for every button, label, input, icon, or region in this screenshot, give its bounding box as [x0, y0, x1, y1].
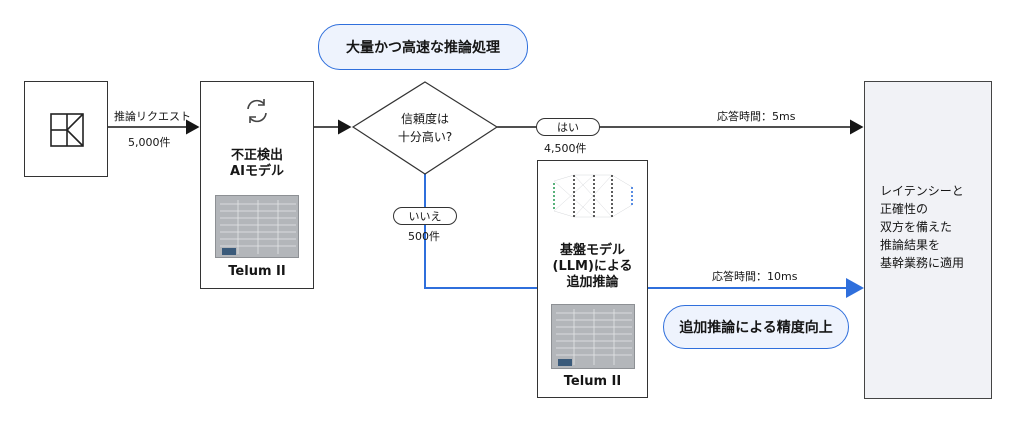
input-count: 5,000件: [128, 136, 171, 149]
yes-tag: はい: [536, 118, 600, 136]
llm-model-box: 基盤モデル (LLM)による 追加推論 Telum II: [537, 160, 648, 398]
llm-title-1: 基盤モデル: [559, 243, 625, 258]
yes-tag-label: はい: [557, 121, 579, 134]
result-line-4: 推論結果を: [880, 238, 941, 252]
llm-chip-label: Telum II: [563, 374, 622, 389]
decision-diamond: [351, 81, 499, 175]
fraud-model-title-1: 不正検出: [230, 148, 283, 163]
fraud-model-box: 不正検出 AIモデル Telum II: [200, 81, 314, 289]
input-label: 推論リクエスト: [114, 110, 191, 123]
result-line-1: レイテンシーと: [880, 184, 964, 198]
header-pill-label: 大量かつ高速な推論処理: [346, 40, 500, 56]
result-box: レイテンシーと 正確性の 双方を備えた 推論結果を 基幹業務に適用: [864, 81, 992, 399]
no-count: 500件: [408, 230, 440, 243]
fraud-model-title-2: AIモデル: [230, 164, 284, 179]
no-tag-label: いいえ: [408, 210, 442, 223]
no-response-time: 応答時間：10ms: [712, 270, 798, 283]
no-tag: いいえ: [393, 207, 457, 225]
llm-title-3: 追加推論: [566, 275, 619, 290]
fraud-model-chip-label: Telum II: [228, 264, 286, 279]
neural-network-icon: [553, 174, 633, 218]
accuracy-pill: 追加推論による精度向上: [663, 305, 849, 349]
result-line-2: 正確性の: [880, 202, 929, 216]
application-icon: [50, 113, 84, 147]
decision-line-2: 十分高い?: [397, 130, 453, 144]
accuracy-pill-label: 追加推論による精度向上: [679, 320, 833, 336]
refresh-icon: [247, 99, 267, 123]
telum-chip-image-2: [551, 304, 635, 369]
input-source-box: [24, 81, 108, 177]
result-line-3: 双方を備えた: [880, 220, 953, 234]
telum-chip-image: [215, 195, 299, 258]
yes-response-time: 応答時間：5ms: [717, 110, 796, 123]
decision-line-1: 信頼度は: [400, 112, 449, 126]
result-line-5: 基幹業務に適用: [880, 256, 965, 270]
llm-title-2: (LLM)による: [552, 259, 633, 274]
yes-count: 4,500件: [544, 142, 587, 155]
header-pill: 大量かつ高速な推論処理: [318, 24, 528, 70]
